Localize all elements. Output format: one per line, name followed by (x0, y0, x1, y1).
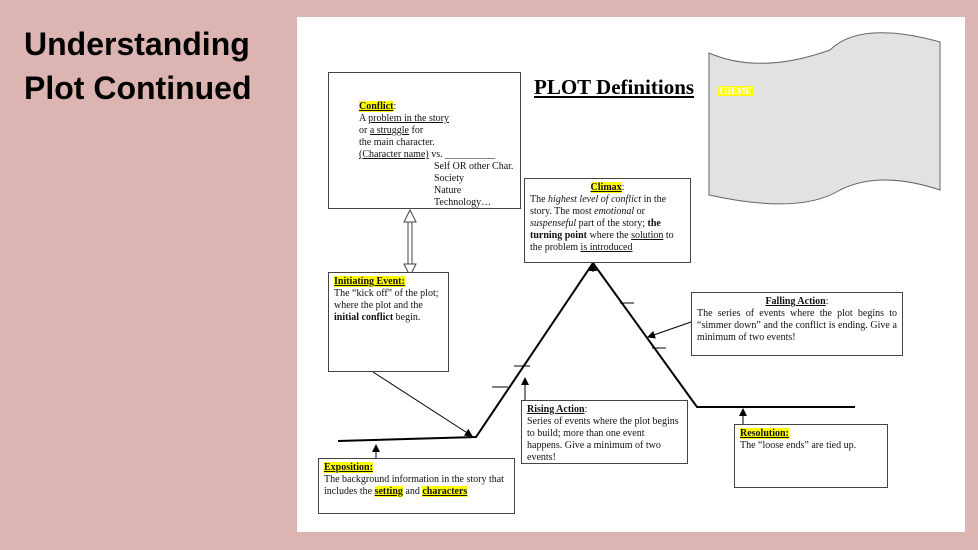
conflict-o1-text: Self OR other Char. (434, 161, 514, 172)
rising-text-text: Series of events where the plot begins t… (527, 416, 679, 463)
climax-t9-text: where the (586, 230, 632, 241)
falling-action-box: Falling Action: The series of events whe… (691, 292, 903, 356)
conflict-o4-text: Technology… (434, 197, 492, 208)
resolution-box: Resolution: The “loose ends” are tied up… (734, 424, 888, 488)
initiating-t3-text: begin. (393, 312, 421, 323)
slide-title: Understanding Plot Continued (24, 22, 252, 110)
rising-action-box: Rising Action: Series of events where th… (521, 400, 688, 464)
falling-arrow (647, 321, 692, 339)
conflict-colon-text: : (393, 101, 397, 112)
climax-colon-text: : (621, 182, 625, 193)
exposition-t2-text: setting (374, 486, 403, 497)
initiating-arrow (372, 371, 473, 437)
climax-t5-text: or (634, 206, 646, 217)
climax-t3-text: in the story. The most (530, 194, 667, 217)
conflict-l2a-text: or (359, 125, 370, 136)
conflict-l2b-text: a struggle (369, 125, 409, 136)
conflict-l3-text: the main character. (359, 137, 435, 148)
climax-t1-text: The (530, 194, 549, 205)
double-arrow (403, 208, 417, 278)
conflict-l1b-text: problem in the story (368, 113, 449, 124)
falling-label-text: Falling Action (765, 296, 826, 307)
climax-t11-text: to the problem (530, 230, 674, 253)
conflict-l2c-text: for (409, 125, 424, 136)
exposition-t3-text: and (402, 486, 423, 497)
conflict-l4b-text: vs. __________ (428, 149, 496, 160)
falling-colon-text: : (825, 296, 829, 307)
rising-label-text: Rising Action (527, 404, 585, 415)
climax-box: Climax: The highest level of conflict in… (524, 178, 691, 263)
resolution-text-text: The “loose ends” are tied up. (740, 440, 857, 451)
climax-t10-text: solution (631, 230, 664, 241)
theme-label: THEME (717, 86, 753, 96)
initiating-event-box: Initiating Event: The “kick off” of the … (328, 272, 449, 372)
climax-t6-text: suspenseful (530, 218, 577, 229)
conflict-label-text: Conflict (359, 101, 394, 112)
initiating-t2-text: initial conflict (334, 312, 394, 323)
exposition-t4-text: characters (422, 486, 468, 497)
conflict-o2-text: Society (434, 173, 464, 184)
slide-title-line2-text: Plot Continued (24, 70, 252, 106)
event-ticks (492, 302, 666, 388)
climax-t2-text: highest level of conflict (548, 194, 642, 205)
exposition-t1-text: The background information in the story … (324, 474, 504, 497)
climax-t7-text: part of the story; (576, 218, 648, 229)
resolution-label-text: Resolution: (740, 428, 789, 439)
exposition-box: Exposition: The background information i… (318, 458, 515, 514)
conflict-l1a-text: A (359, 113, 369, 124)
climax-t8-text: the turning point (530, 218, 661, 241)
initiating-t1-text: The “kick off” of the plot; where the pl… (334, 288, 439, 311)
conflict-box: Conflict: A problem in the story or a st… (328, 72, 521, 209)
diagram-title: PLOT Definitions (534, 75, 695, 99)
scroll-shape (708, 32, 941, 205)
initiating-label-text: Initiating Event: (334, 276, 405, 287)
rising-colon-text: : (584, 404, 588, 415)
slide-title-line1-text: Understanding (24, 26, 250, 62)
climax-t12-text: is introduced (580, 242, 633, 253)
climax-label-text: Climax (590, 182, 622, 193)
conflict-o3-text: Nature (434, 185, 462, 196)
falling-text-text: The series of events where the plot begi… (697, 308, 897, 343)
exposition-label-text: Exposition: (324, 462, 373, 473)
conflict-l4a-text: (Character name) (359, 149, 429, 160)
climax-t4-text: emotional (594, 206, 635, 217)
